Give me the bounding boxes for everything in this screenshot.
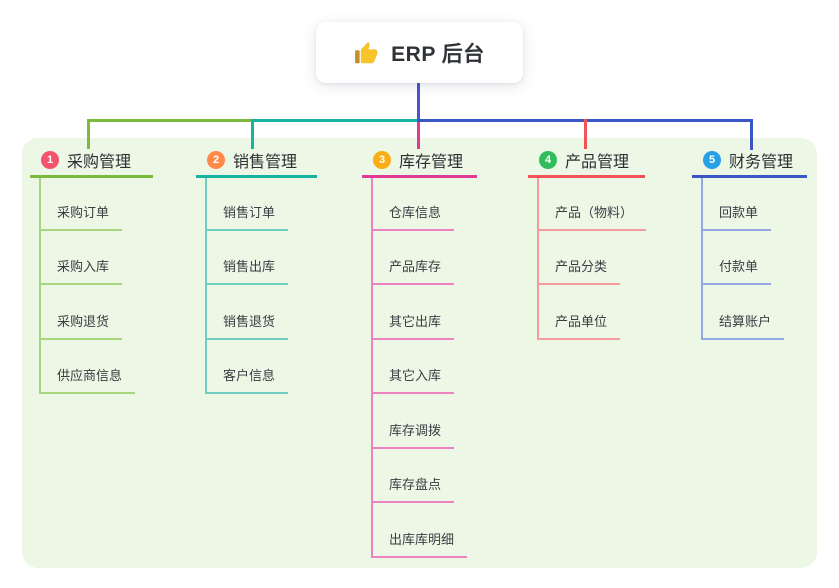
drop-line-product — [584, 119, 587, 149]
child-node[interactable]: 其它入库 — [371, 366, 455, 394]
child-node[interactable]: 产品（物料） — [537, 203, 647, 231]
child-node[interactable]: 采购入库 — [39, 257, 123, 285]
child-node[interactable]: 回款单 — [701, 203, 772, 231]
branch-trunk-line — [537, 178, 539, 340]
branch-label: 财务管理 — [729, 154, 794, 171]
child-node[interactable]: 销售退货 — [205, 312, 289, 340]
branch-number-badge: 1 — [41, 151, 59, 169]
root-connector-line — [417, 83, 420, 122]
branch-trunk-line — [371, 178, 373, 558]
branch-label: 采购管理 — [67, 154, 132, 171]
branch-product: 4 产品管理 产品（物料） 产品分类 产品单位 — [528, 148, 647, 340]
branch-number-badge: 2 — [207, 151, 225, 169]
root-label: ERP 后台 — [391, 42, 485, 66]
child-node[interactable]: 其它出库 — [371, 312, 455, 340]
branch-inventory: 3 库存管理 仓库信息 产品库存 其它出库 其它入库 库存调拨 库存盘点 出库库… — [362, 148, 477, 558]
child-node[interactable]: 供应商信息 — [39, 366, 136, 394]
bus-segment-sales — [251, 119, 418, 122]
child-node[interactable]: 采购订单 — [39, 203, 123, 231]
child-node[interactable]: 付款单 — [701, 257, 772, 285]
root-node[interactable]: ERP 后台 — [316, 22, 523, 83]
child-node[interactable]: 产品库存 — [371, 257, 455, 285]
branch-number-badge: 3 — [373, 151, 391, 169]
thumbs-up-icon — [354, 40, 380, 66]
branches-panel — [22, 138, 817, 568]
branch-node-inventory[interactable]: 3 库存管理 — [362, 148, 477, 178]
branch-sales: 2 销售管理 销售订单 销售出库 销售退货 客户信息 — [196, 148, 317, 394]
child-node[interactable]: 客户信息 — [205, 366, 289, 394]
child-node[interactable]: 出库库明细 — [371, 530, 468, 558]
child-node[interactable]: 销售订单 — [205, 203, 289, 231]
branch-number-badge: 4 — [539, 151, 557, 169]
child-node[interactable]: 仓库信息 — [371, 203, 455, 231]
drop-line-finance — [750, 119, 753, 150]
branch-node-sales[interactable]: 2 销售管理 — [196, 148, 317, 178]
branch-node-purchase[interactable]: 1 采购管理 — [30, 148, 153, 178]
branch-finance: 5 财务管理 回款单 付款单 结算账户 — [692, 148, 807, 340]
bus-segment-purchase — [87, 119, 253, 122]
child-node[interactable]: 销售出库 — [205, 257, 289, 285]
child-node[interactable]: 产品单位 — [537, 312, 621, 340]
branch-trunk-line — [701, 178, 703, 340]
branch-trunk-line — [205, 178, 207, 394]
branch-node-product[interactable]: 4 产品管理 — [528, 148, 645, 178]
branch-trunk-line — [39, 178, 41, 394]
drop-line-sales — [251, 119, 254, 149]
child-node[interactable]: 库存盘点 — [371, 475, 455, 503]
branch-purchase: 1 采购管理 采购订单 采购入库 采购退货 供应商信息 — [30, 148, 153, 394]
branch-number-badge: 5 — [703, 151, 721, 169]
branch-node-finance[interactable]: 5 财务管理 — [692, 148, 807, 178]
child-node[interactable]: 采购退货 — [39, 312, 123, 340]
branch-label: 销售管理 — [233, 154, 298, 171]
drop-line-inventory — [417, 122, 420, 149]
child-node[interactable]: 产品分类 — [537, 257, 621, 285]
child-node[interactable]: 结算账户 — [701, 312, 785, 340]
drop-line-purchase — [87, 119, 90, 149]
branch-label: 产品管理 — [565, 154, 630, 171]
child-node[interactable]: 库存调拨 — [371, 421, 455, 449]
branch-label: 库存管理 — [399, 154, 464, 171]
